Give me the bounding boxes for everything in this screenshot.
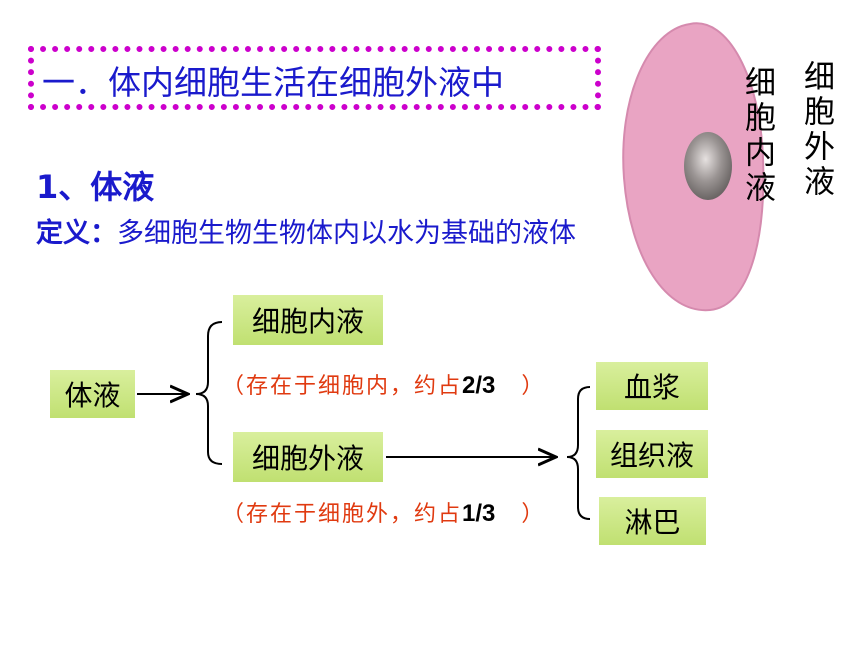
cell-illustration — [622, 22, 765, 312]
note-intracellular-end: ） — [521, 374, 546, 399]
note-extracellular-end: ） — [521, 502, 546, 527]
note-intracellular-text: （存在于细胞内，约占 — [222, 374, 463, 399]
section-heading: 1、体液 — [36, 168, 155, 206]
fraction-intracellular: 2/3 — [462, 372, 496, 399]
box-intracellular-fluid: 细胞内液 — [233, 295, 383, 345]
brace-right — [566, 386, 591, 520]
intracellular-fluid-label: 细胞内液 — [739, 66, 775, 206]
fraction-extracellular: 1/3 — [462, 500, 496, 527]
note-intracellular: （存在于细胞内，约占2/3 ） — [222, 368, 545, 400]
box-plasma: 血浆 — [596, 362, 708, 410]
page-title: 一．体内细胞生活在细胞外液中 — [42, 63, 504, 102]
extracellular-fluid-label: 细胞外液 — [798, 60, 834, 200]
definition-label: 定义： — [36, 218, 117, 249]
title-frame — [28, 46, 601, 110]
definition-text: 多细胞生物生物体内以水为基础的液体 — [117, 218, 576, 249]
box-extracellular-fluid: 细胞外液 — [233, 432, 383, 482]
cell-nucleus — [684, 132, 732, 200]
note-extracellular-text: （存在于细胞外，约占 — [222, 502, 463, 527]
brace-left — [195, 321, 223, 465]
box-lymph: 淋巴 — [599, 497, 706, 545]
note-extracellular: （存在于细胞外，约占1/3 ） — [222, 496, 545, 528]
root-box-body-fluid: 体液 — [50, 370, 135, 418]
box-tissue-fluid: 组织液 — [596, 430, 708, 478]
definition: 定义：多细胞生物生物体内以水为基础的液体 — [36, 211, 576, 250]
